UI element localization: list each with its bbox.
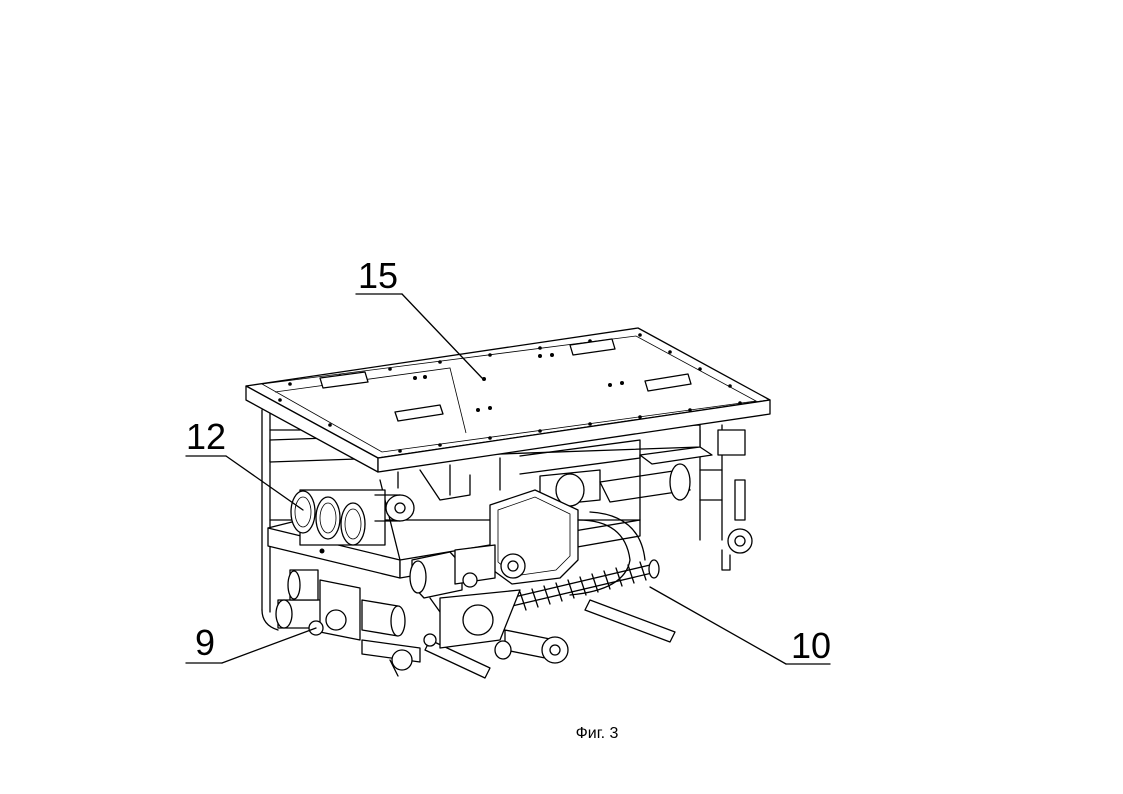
label-15: 15 — [355, 255, 483, 379]
drive-assembly-9 — [275, 569, 437, 677]
rear-frame — [699, 424, 746, 541]
label-10: 10 — [649, 586, 831, 666]
label-12: 12 — [185, 416, 304, 511]
svg-text:12: 12 — [186, 416, 226, 457]
machine-assembly — [245, 327, 771, 679]
top-lid-15 — [245, 327, 771, 473]
roller — [494, 629, 569, 664]
svg-text:10: 10 — [791, 625, 831, 666]
svg-text:15: 15 — [358, 255, 398, 296]
motor-unit — [409, 544, 501, 613]
screw-conveyor-10 — [509, 559, 660, 611]
tube-bundle-12 — [290, 489, 415, 546]
mechanism — [397, 439, 713, 507]
svg-text:9: 9 — [195, 622, 215, 663]
rear-fitting — [721, 528, 753, 571]
figure-caption: Фиг. 3 — [576, 725, 619, 742]
skids — [424, 589, 676, 679]
gearbox — [489, 489, 646, 596]
label-9: 9 — [185, 622, 317, 664]
